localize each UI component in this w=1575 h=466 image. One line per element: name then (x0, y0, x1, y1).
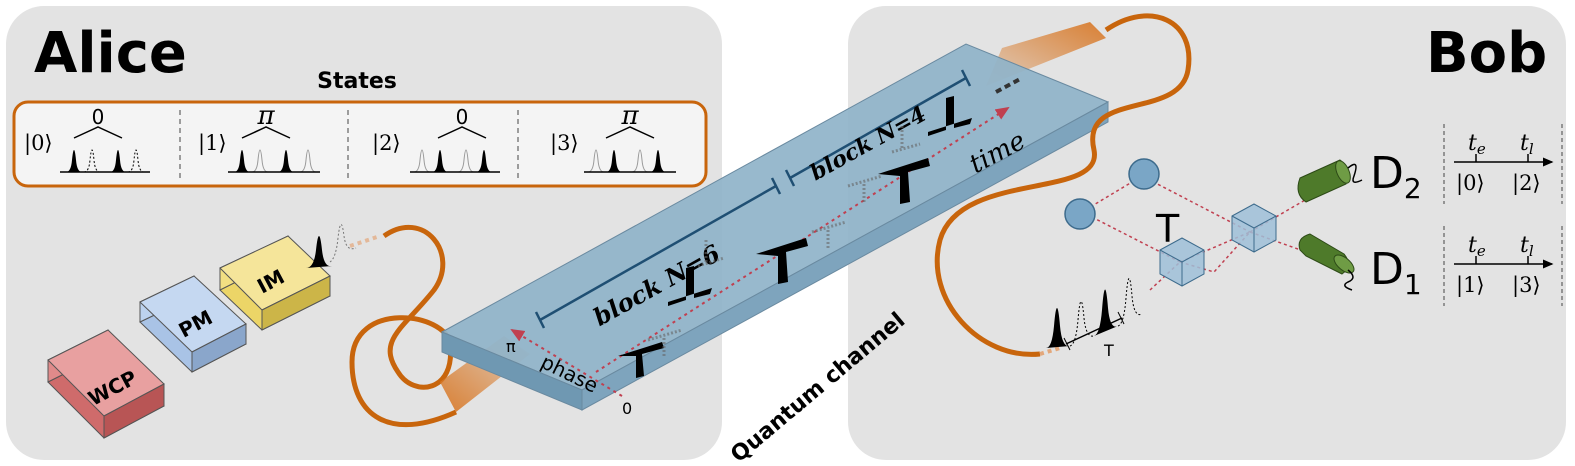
bob-title: Bob (1426, 21, 1547, 86)
svg-text:te: te (1468, 131, 1486, 158)
phase-pi-label: π (506, 337, 516, 356)
d1-ket-early: |1⟩ (1456, 273, 1485, 298)
bob-incoming-pulses (1046, 278, 1143, 351)
detector-d1-name: D1 (1370, 244, 1422, 301)
channel-pulse-ghost (647, 328, 683, 356)
bob-fiber (934, 13, 1192, 357)
mirror-left (1064, 198, 1096, 230)
state-3-ket: |3⟩ (550, 131, 579, 156)
phase-axis (510, 328, 623, 397)
alice-fiber (349, 224, 458, 428)
time-axis (595, 106, 1010, 373)
svg-text:te: te (1468, 233, 1486, 260)
d2-tl: t (1520, 131, 1529, 156)
state-0-ket: |0⟩ (24, 131, 53, 156)
state-3-phase: π (620, 101, 639, 131)
channel-pulse-ghost (811, 220, 847, 250)
d2-ket-early: |0⟩ (1456, 171, 1485, 196)
beam-splitter-output (1231, 203, 1277, 253)
svg-text:tl: tl (1520, 131, 1534, 158)
state-1-ket: |1⟩ (198, 131, 227, 156)
im-box: IM (219, 235, 331, 331)
state-1-phase: π (256, 101, 275, 131)
channel-pulse (878, 158, 930, 204)
timeline-d2: te tl |0⟩ |2⟩ (1443, 124, 1563, 204)
d2-ket-late: |2⟩ (1512, 171, 1541, 196)
channel-pulse (928, 96, 972, 136)
bob-fiber-tail (1039, 346, 1061, 356)
channel-pulse-ghost (847, 174, 883, 204)
alice-output-pulse (306, 224, 381, 268)
channel-continuation (995, 76, 1023, 94)
state-2-ket: |2⟩ (372, 131, 401, 156)
pm-box: PM (139, 275, 247, 373)
svg-text:tl: tl (1520, 233, 1534, 260)
phase-zero-label: 0 (622, 399, 632, 418)
alice-title: Alice (34, 21, 187, 86)
state-1: |1⟩ π (198, 101, 320, 173)
d1-te: t (1468, 233, 1477, 258)
states-box (12, 100, 708, 188)
pulse-spacing-label: T (1103, 341, 1114, 360)
channel-pulses (618, 96, 972, 378)
states-title: States (317, 69, 397, 94)
channel-pulse-ghost (697, 238, 725, 268)
detector-d2 (1297, 159, 1363, 203)
state-0: |0⟩ 0 (24, 105, 150, 173)
d2-te: t (1468, 131, 1477, 156)
d1-tl: t (1520, 233, 1529, 258)
state-2: |2⟩ 0 (372, 105, 500, 173)
state-2-phase: 0 (456, 105, 469, 129)
wcp-box: WCP (47, 329, 165, 439)
channel-pulse (618, 342, 664, 378)
block-6-bracket (534, 177, 782, 329)
block-4-bracket (784, 69, 972, 187)
channel-pulse (756, 238, 808, 284)
detector-d2-name: D2 (1370, 148, 1422, 205)
state-3: |3⟩ π (550, 101, 676, 173)
beam-splitter-input (1159, 237, 1205, 287)
channel-pulse (668, 266, 712, 306)
mirror-top (1128, 158, 1160, 190)
timeline-d1: te tl |1⟩ |3⟩ (1443, 226, 1563, 306)
channel-pulse-ghost (891, 124, 921, 154)
state-0-phase: 0 (92, 105, 105, 129)
d1-ket-late: |3⟩ (1512, 273, 1541, 298)
detector-d1 (1298, 233, 1355, 291)
